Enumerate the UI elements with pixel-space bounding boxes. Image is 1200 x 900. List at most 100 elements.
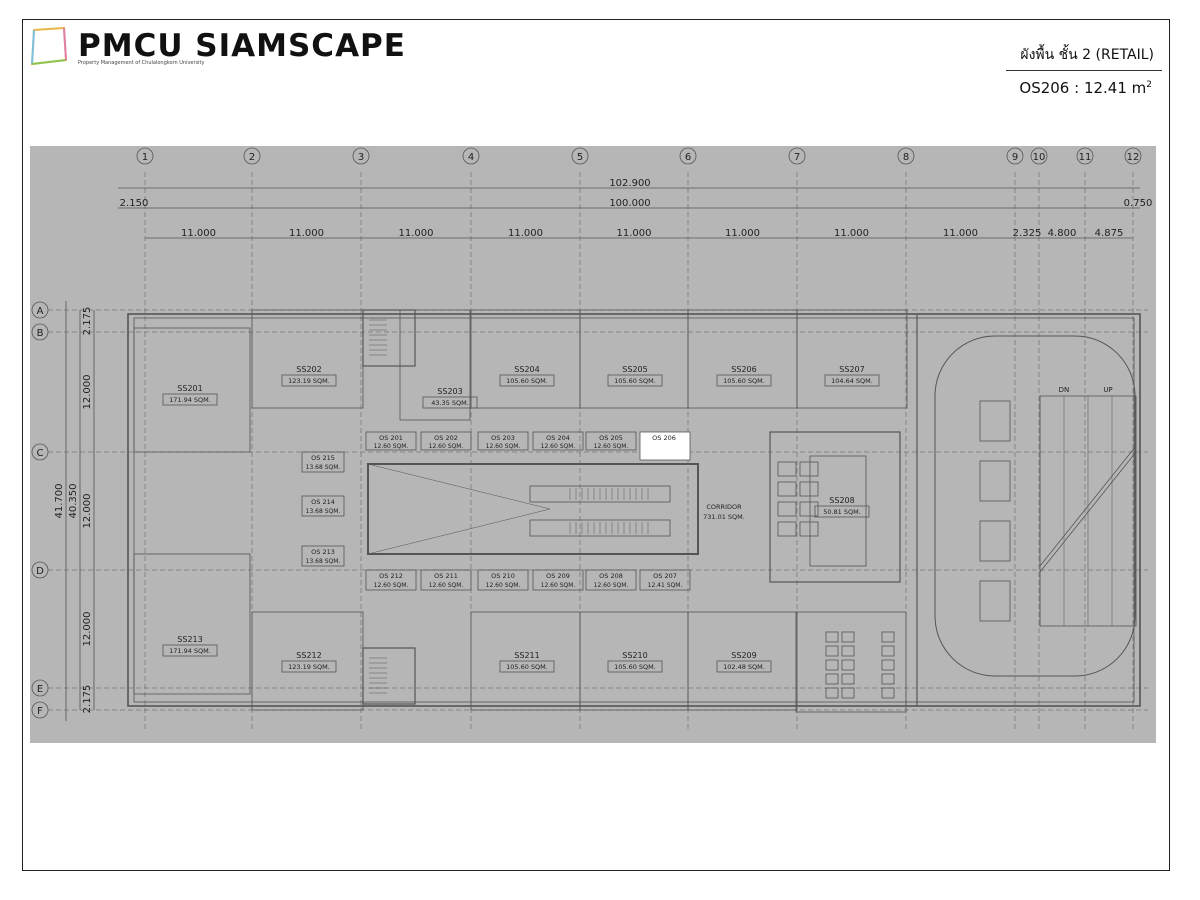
lift-car <box>799 461 819 477</box>
kiosk-code: OS 208 <box>599 572 623 580</box>
shop-area: 123.19 SQM. <box>288 663 330 671</box>
lift-car <box>777 521 797 537</box>
dimension-total-outer: 102.900 <box>609 178 650 189</box>
shop-unit <box>809 455 867 567</box>
kiosk-code: OS 211 <box>434 572 458 580</box>
logo-text: PMCU SIAMSCAPE <box>78 28 406 64</box>
toilet-stall <box>881 631 895 643</box>
grid-column-bubble <box>462 147 480 165</box>
ramp-diagonal <box>1039 445 1137 567</box>
shop-area-box <box>162 393 218 406</box>
grid-column-bubble <box>1076 147 1094 165</box>
page-frame <box>22 19 1170 871</box>
parking-bay-marker <box>979 580 1011 622</box>
shop-area-box <box>162 644 218 657</box>
kiosk-unit <box>301 545 345 567</box>
grid-column-label: 1 <box>142 152 148 163</box>
kiosk-code: OS 210 <box>491 572 515 580</box>
dimension-vertical-bay: 12.000 <box>82 494 93 529</box>
dimension-bay-label: 4.800 <box>1048 228 1077 239</box>
shop-unit <box>133 327 251 453</box>
shop-code: SS203 <box>437 387 462 396</box>
shop-code: SS202 <box>296 365 321 374</box>
kiosk-area: 12.41 SQM. <box>648 582 683 589</box>
grid-row-bubble <box>31 701 49 719</box>
toilet-stall <box>825 687 839 699</box>
parking-bay-marker <box>979 400 1011 442</box>
kiosk-unit <box>532 431 584 451</box>
pmcu-logo: PMCU SIAMSCAPE Property Management of Ch… <box>30 26 405 70</box>
grid-row-label: D <box>36 566 44 577</box>
shop-area-box <box>607 374 663 387</box>
kiosk-code: OS 209 <box>546 572 570 580</box>
escalator <box>529 519 671 537</box>
building-inner-wall <box>133 317 1135 703</box>
parking-ramp-loop <box>934 335 1136 677</box>
dimension-vertical-bay: 12.000 <box>82 375 93 410</box>
shop-area-box <box>716 374 772 387</box>
dimension-bay-label: 11.000 <box>725 228 760 239</box>
toilet-stall <box>841 687 855 699</box>
grid-row-bubble <box>31 323 49 341</box>
shop-area: 105.60 SQM. <box>506 377 548 385</box>
shop-unit <box>251 309 364 409</box>
kiosk-unit <box>301 451 345 473</box>
grid-row-bubble <box>31 301 49 319</box>
lift-car <box>777 481 797 497</box>
ramp-up-label: UP <box>1103 386 1112 394</box>
dimension-vertical-bay: 2.175 <box>82 307 93 336</box>
dimension-bay-label: 11.000 <box>508 228 543 239</box>
dimension-bay-label: 11.000 <box>399 228 434 239</box>
shop-code: SS201 <box>177 384 202 393</box>
shop-code: SS209 <box>731 651 756 660</box>
plan-title: ผังพื้น ชั้น 2 (RETAIL) <box>1020 47 1154 63</box>
shop-code: SS207 <box>839 365 864 374</box>
toilet-stall <box>825 673 839 685</box>
kiosk-area: 12.60 SQM. <box>541 443 576 450</box>
grid-column-bubble <box>897 147 915 165</box>
grid-row-label: E <box>37 684 43 695</box>
shop-area-box <box>499 374 555 387</box>
kiosk-code: OS 204 <box>546 434 570 442</box>
corridor-area: 731.01 SQM. <box>703 513 745 521</box>
toilet-stall <box>841 631 855 643</box>
kiosk-code: OS 201 <box>379 434 403 442</box>
dimension-bay-label: 11.000 <box>289 228 324 239</box>
kiosk-unit <box>420 569 472 591</box>
lift-car <box>777 501 797 517</box>
kiosk-code: OS 212 <box>379 572 403 580</box>
grid-column-label: 6 <box>685 152 691 163</box>
escalator <box>529 485 671 503</box>
toilet-stall <box>881 659 895 671</box>
dimension-right-offset: 0.750 <box>1124 198 1153 209</box>
service-core <box>769 431 901 583</box>
shop-unit <box>579 309 689 409</box>
shop-unit <box>399 309 471 421</box>
shop-code: SS204 <box>514 365 539 374</box>
grid-row-label: B <box>37 328 44 339</box>
kiosk-unit <box>365 431 417 451</box>
grid-column-label: 8 <box>903 152 909 163</box>
shop-area: 105.60 SQM. <box>506 663 548 671</box>
logo-subtitle: Property Management of Chulalongkorn Uni… <box>78 60 205 66</box>
parking-bay-marker <box>979 520 1011 562</box>
shop-unit <box>133 553 251 695</box>
kiosk-area: 12.60 SQM. <box>486 582 521 589</box>
shop-area-box <box>422 396 478 409</box>
grid-column-label: 11 <box>1079 152 1092 163</box>
kiosk-code: OS 202 <box>434 434 458 442</box>
building-outline <box>127 313 1141 707</box>
kiosk-area: 12.60 SQM. <box>594 582 629 589</box>
grid-row-bubble <box>31 679 49 697</box>
grid-column-bubble <box>1030 147 1048 165</box>
shop-area: 105.60 SQM. <box>614 377 656 385</box>
dimension-vertical-outer: 41.700 <box>54 484 65 519</box>
kiosk-unit <box>420 431 472 451</box>
toilet-stall <box>841 659 855 671</box>
unit-area-exponent: 2 <box>1146 80 1152 90</box>
kiosk-highlight <box>639 431 691 461</box>
unit-area-text: OS206 : 12.41 m <box>1019 79 1147 97</box>
grid-row-label: A <box>37 306 44 317</box>
shop-code: SS208 <box>829 496 854 505</box>
kiosk-area: 12.60 SQM. <box>486 443 521 450</box>
